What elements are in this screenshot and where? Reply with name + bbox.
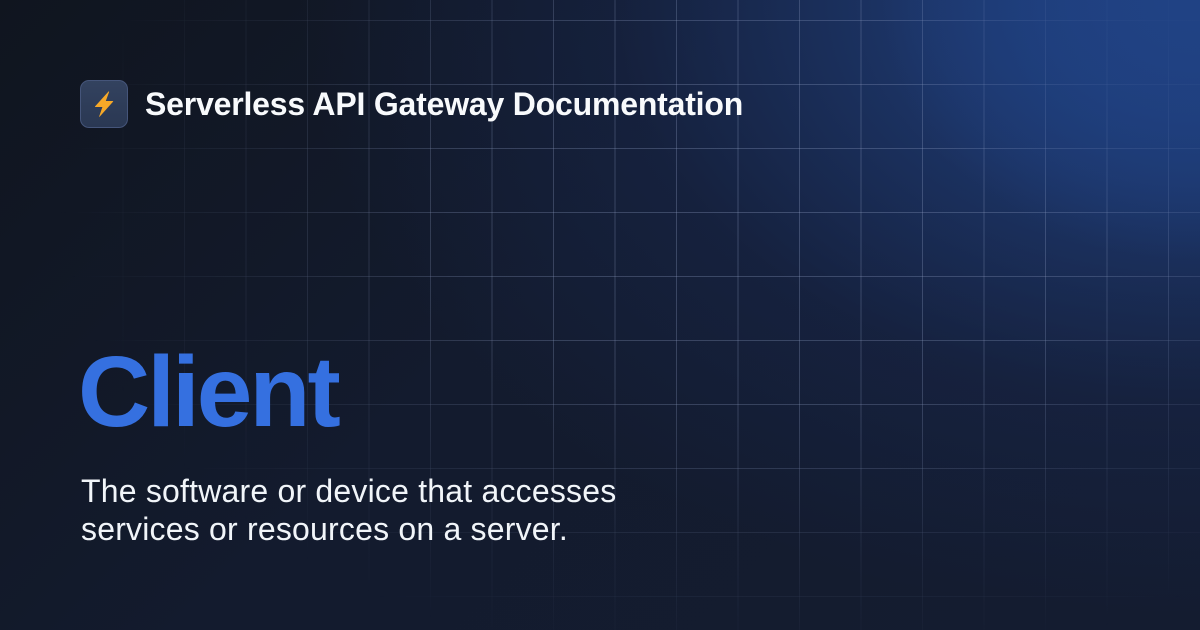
site-header: Serverless API Gateway Documentation — [80, 80, 743, 128]
definition-line-1: The software or device that accesses — [81, 473, 617, 509]
logo-badge — [80, 80, 128, 128]
term-definition: The software or device that accesses ser… — [81, 472, 801, 548]
definition-line-2: services or resources on a server. — [81, 511, 568, 547]
glossary-term: Client — [78, 336, 341, 448]
site-title: Serverless API Gateway Documentation — [145, 86, 744, 122]
lightning-bolt-icon — [94, 91, 114, 117]
